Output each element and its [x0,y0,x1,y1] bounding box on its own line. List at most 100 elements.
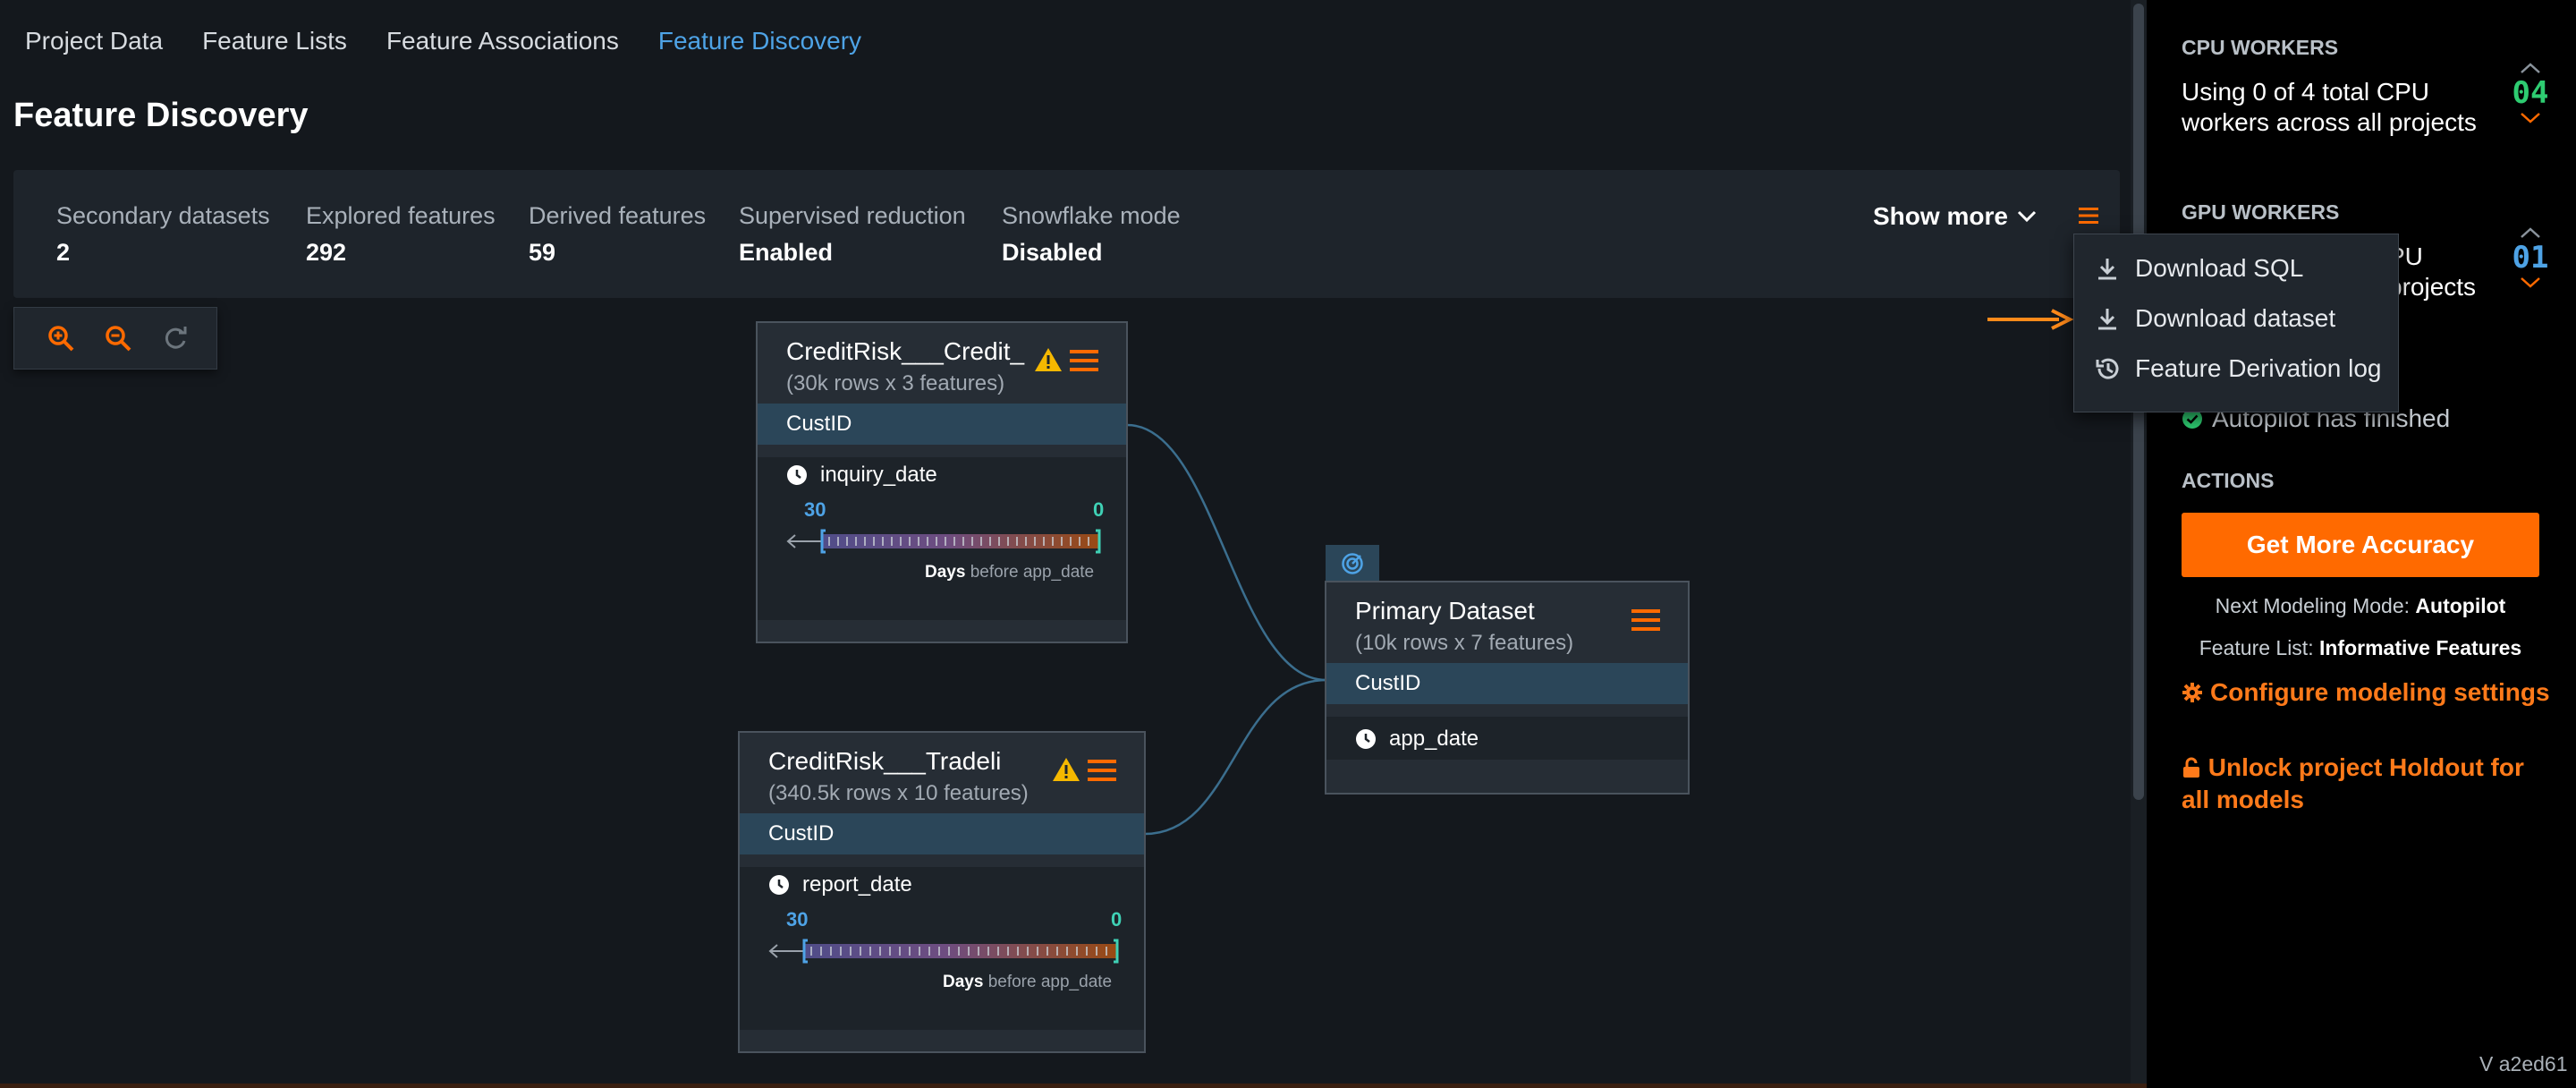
chevron-up-icon[interactable] [2519,61,2542,75]
stat-supervised-reduction: Supervised reduction Enabled [739,202,966,267]
node-menu-icon[interactable] [1631,606,1661,634]
stat-label: Explored features [306,202,496,229]
tab-feature-lists[interactable]: Feature Lists [202,27,347,55]
dataset-node-tradeli[interactable]: CreditRisk___Tradeli (340.5k rows x 10 f… [738,731,1146,1053]
days-unit: Days [925,563,966,582]
chevron-down-icon [2017,210,2036,223]
tab-feature-discovery[interactable]: Feature Discovery [657,27,862,55]
annotation-arrow [1987,309,2073,330]
stat-value: Disabled [1002,239,1103,266]
warning-icon [1053,758,1080,781]
days-before-note: Days before app_date [943,973,1112,992]
tab-feature-associations[interactable]: Feature Associations [386,27,619,55]
menu-item-label: Download SQL [2135,254,2304,282]
stat-value: 2 [56,239,71,266]
stat-value: Enabled [739,239,834,266]
days-reference: before app_date [983,973,1113,991]
time-window-slider[interactable] [768,935,1123,967]
zoom-out-icon[interactable] [104,324,132,353]
node-menu-icon[interactable] [1087,756,1117,785]
field-name: inquiry_date [820,463,937,487]
node-time-body: report_date 30 0 Days before app_date [740,867,1144,1030]
chevron-down-icon[interactable] [2519,276,2542,290]
gpu-workers-label: GPU WORKERS [2182,200,2340,224]
get-more-accuracy-button[interactable]: Get More Accuracy [2182,513,2539,577]
node-key-row[interactable]: CustID [740,813,1144,854]
page-title: Feature Discovery [13,97,309,134]
worker-panel: CPU WORKERS Using 0 of 4 total CPU worke… [2147,0,2576,1088]
clock-icon [1356,729,1376,749]
days-unit: Days [943,973,984,991]
download-icon [2098,309,2116,330]
stat-snowflake-mode: Snowflake mode Disabled [1002,202,1181,267]
node-key-row[interactable]: CustID [758,404,1126,445]
dataset-node-primary[interactable]: Primary Dataset (10k rows x 7 features) … [1325,581,1690,795]
node-title: CreditRisk___Tradeli [768,747,1002,775]
node-subtitle: (30k rows x 3 features) [786,371,1005,395]
feature-list-label: Feature List: [2199,636,2319,659]
version-label: V a2ed61 [2479,1052,2568,1075]
node-key-row[interactable]: CustID [1326,663,1688,704]
node-menu-icon[interactable] [1069,346,1099,375]
tab-project-data[interactable]: Project Data [25,27,164,55]
show-more-label: Show more [1873,202,2008,230]
primary-target-badge [1326,545,1379,582]
dataset-node-credit[interactable]: CreditRisk___Credit_ (30k rows x 3 featu… [756,321,1128,643]
check-circle-icon [2182,409,2202,429]
download-menu: Download SQL Download dataset Feature De… [2073,234,2399,412]
node-header: CreditRisk___Credit_ (30k rows x 3 featu… [758,323,1126,404]
cpu-workers-text: Using 0 of 4 total CPU workers across al… [2182,78,2477,136]
node-date-field: inquiry_date [786,463,937,488]
target-icon [1342,553,1363,574]
show-more-button[interactable]: Show more [1873,202,2037,231]
gpu-worker-counter: 01 [2510,225,2551,290]
hamburger-menu-icon[interactable] [2075,202,2102,229]
menu-item-label: Download dataset [2135,304,2336,332]
gear-icon [2182,683,2202,702]
node-title: Primary Dataset [1355,597,1535,625]
modeling-mode-value: Autopilot [2415,594,2506,617]
stat-value: 292 [306,239,347,266]
stat-value: 59 [529,239,556,266]
node-date-field: report_date [768,872,912,897]
clock-icon [769,875,789,895]
time-window-slider[interactable] [786,525,1105,557]
lock-icon [2183,757,2199,778]
unlock-link-text: Unlock project Holdout for all models [2182,753,2524,813]
modeling-mode-label: Next Modeling Mode: [2215,594,2416,617]
cpu-worker-count: 04 [2512,75,2549,111]
unlock-holdout-link[interactable]: Unlock project Holdout for all models [2182,752,2557,816]
node-time-body: inquiry_date 30 0 Days before app_date [758,457,1126,620]
menu-item-download-dataset[interactable]: Download dataset [2094,304,2335,333]
range-from-label: 30 [786,908,809,931]
configure-modeling-settings-link[interactable]: Configure modeling settings [2182,676,2550,709]
next-modeling-mode: Next Modeling Mode: Autopilot [2182,594,2539,618]
menu-item-download-sql[interactable]: Download SQL [2094,254,2303,283]
stat-derived-features: Derived features 59 [529,202,706,267]
gpu-worker-count: 01 [2512,240,2549,276]
reset-icon[interactable] [161,324,190,353]
stats-bar: Secondary datasets 2 Explored features 2… [13,170,2120,298]
cpu-workers-label: CPU WORKERS [2182,36,2339,59]
days-reference: before app_date [965,563,1095,582]
menu-item-derivation-log[interactable]: Feature Derivation log [2094,354,2381,383]
node-time-body: app_date [1326,717,1688,760]
main-scrollbar[interactable] [2131,0,2147,1088]
stat-label: Supervised reduction [739,202,966,229]
range-to-label: 0 [1111,908,1123,931]
download-icon [2098,259,2116,280]
zoom-in-icon[interactable] [47,324,75,353]
chevron-down-icon[interactable] [2519,111,2542,125]
warning-icon [1035,348,1062,371]
node-title: CreditRisk___Credit_ [786,337,1025,365]
chevron-up-icon[interactable] [2519,225,2542,240]
feature-list-info: Feature List: Informative Features [2182,636,2539,660]
node-subtitle: (10k rows x 7 features) [1355,631,1574,655]
field-name: app_date [1389,727,1479,751]
bottom-accent-bar [0,1084,2147,1088]
node-date-field: app_date [1355,727,1479,752]
top-nav: Project Data Feature Lists Feature Assoc… [25,25,861,57]
feature-list-value: Informative Features [2318,636,2522,659]
stat-secondary-datasets: Secondary datasets 2 [56,202,270,267]
